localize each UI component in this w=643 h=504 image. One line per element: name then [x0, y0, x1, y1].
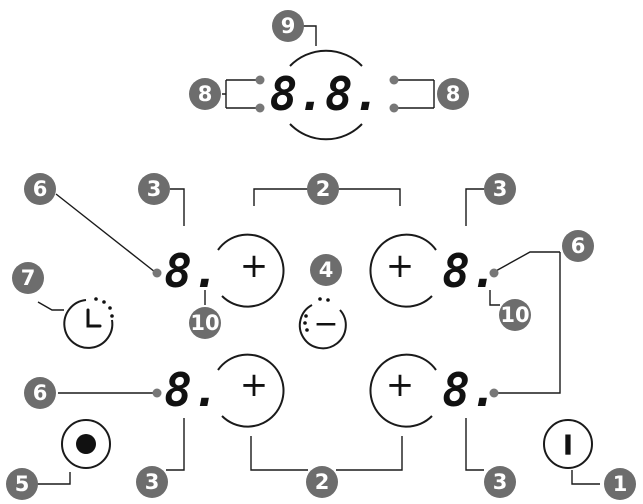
callout-5: 5 — [6, 468, 38, 500]
power-button[interactable]: I — [543, 419, 593, 469]
timer-arc-top — [289, 49, 363, 67]
callout-6-left-bottom: 6 — [24, 377, 56, 409]
svg-text:3: 3 — [145, 470, 160, 494]
timer-digits: 8.8. — [270, 67, 381, 121]
timer-indicator-dot — [389, 103, 399, 113]
svg-text:3: 3 — [147, 177, 162, 201]
svg-text:3: 3 — [493, 177, 508, 201]
svg-text:8: 8 — [198, 82, 213, 106]
zone-display-bottom-right: 8. — [442, 363, 499, 417]
dotted-arc-dot — [304, 314, 308, 318]
callout-10-left: 10 — [189, 307, 221, 339]
timer-display: 8.8. — [255, 49, 399, 141]
dotted-arc-dot — [305, 328, 309, 332]
callout-3-top-right: 3 — [484, 173, 516, 205]
callout-3-bottom-left: 3 — [136, 466, 168, 498]
svg-text:2: 2 — [315, 470, 330, 494]
lock-button[interactable] — [61, 419, 111, 469]
dotted-arc-dot — [326, 298, 330, 302]
timer-indicator-dot — [389, 75, 399, 85]
svg-text:7: 7 — [21, 266, 36, 290]
zone-digit: 8. — [442, 363, 497, 417]
zone-indicator-dot — [152, 268, 162, 278]
callout-1: 1 — [604, 468, 636, 500]
plus-icon: + — [386, 246, 415, 286]
zone-indicator-dot — [489, 388, 499, 398]
minus-icon: − — [313, 307, 338, 342]
zone-plus-button-top-left[interactable]: + — [217, 233, 285, 308]
zone-plus-button-bottom-left[interactable]: + — [217, 353, 285, 428]
callout-7: 7 — [12, 262, 44, 294]
zone-indicator-dot — [152, 388, 162, 398]
zone-display-bottom-left: 8. — [152, 363, 220, 417]
zone-plus-button-top-right[interactable]: + — [369, 233, 437, 308]
callout-3-top-left: 3 — [138, 173, 170, 205]
plus-icon: + — [240, 365, 269, 405]
callout-6-left-top: 6 — [24, 173, 56, 205]
svg-text:3: 3 — [493, 470, 508, 494]
callout-2-top: 2 — [307, 173, 339, 205]
zone-digit: 8. — [164, 244, 219, 298]
timer-arc-bottom — [289, 123, 363, 141]
plus-icon: + — [240, 246, 269, 286]
svg-text:4: 4 — [319, 258, 334, 282]
svg-text:8: 8 — [446, 82, 461, 106]
dotted-arc-dot — [318, 297, 322, 301]
svg-text:2: 2 — [316, 177, 331, 201]
svg-text:9: 9 — [281, 14, 296, 38]
power-icon: I — [563, 429, 573, 462]
plus-icon: + — [386, 365, 415, 405]
zone-digit: 8. — [164, 363, 219, 417]
zone-indicator-dot — [489, 268, 499, 278]
callout-6-right: 6 — [562, 230, 594, 262]
zone-display-top-left: 8. — [152, 244, 220, 298]
minus-button[interactable]: − — [298, 297, 347, 350]
zone-plus-button-bottom-right[interactable]: + — [369, 353, 437, 428]
record-dot-icon — [76, 434, 96, 454]
timer-button[interactable] — [63, 297, 114, 349]
svg-text:1: 1 — [613, 472, 628, 496]
callout-10-right: 10 — [499, 299, 531, 331]
callout-4: 4 — [310, 254, 342, 286]
zone-digit: 8. — [442, 244, 497, 298]
svg-text:5: 5 — [15, 472, 30, 496]
callouts: 9 8 8 2 2 3 3 3 3 4 5 6 6 6 7 1 10 10 — [6, 10, 636, 500]
callout-2-bottom: 2 — [306, 466, 338, 498]
dotted-arc-dot — [303, 321, 307, 325]
clock-icon — [63, 297, 114, 349]
svg-text:10: 10 — [500, 303, 529, 327]
svg-text:6: 6 — [33, 177, 48, 201]
timer-indicator-dot — [255, 103, 265, 113]
callout-3-bottom-right: 3 — [484, 466, 516, 498]
callout-8-left: 8 — [189, 78, 221, 110]
svg-text:6: 6 — [571, 234, 586, 258]
svg-text:10: 10 — [190, 311, 219, 335]
svg-text:6: 6 — [33, 381, 48, 405]
zone-display-top-right: 8. — [442, 244, 499, 298]
callout-9: 9 — [272, 10, 304, 42]
timer-indicator-dot — [255, 75, 265, 85]
leader-lines — [36, 25, 600, 485]
callout-8-right: 8 — [437, 78, 469, 110]
